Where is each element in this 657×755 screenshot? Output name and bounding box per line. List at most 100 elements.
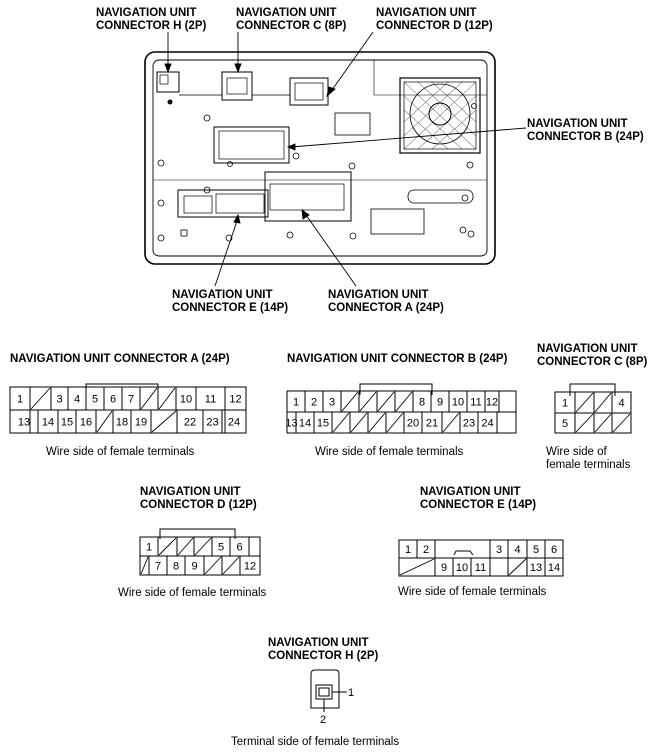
connector-c-row2-pin: 5 — [562, 418, 568, 430]
connector-d-row2-pin: 9 — [191, 561, 197, 573]
connector-a-row1-pin: 7 — [128, 394, 134, 406]
label-line: NAVIGATION UNIT — [140, 486, 241, 498]
connector-a-row1-pin: 5 — [92, 394, 98, 406]
connector-c-row1-pin: 4 — [618, 398, 624, 410]
socket-c — [221, 71, 253, 101]
connector-e-title: NAVIGATION UNIT CONNECTOR E (14P) — [420, 486, 536, 512]
connector-b-row2-pin: 20 — [407, 418, 419, 430]
unit-inner-panel — [152, 59, 488, 257]
label-line: CONNECTOR E (14P) — [420, 499, 537, 511]
connector-e-right-row2-cell — [544, 557, 564, 577]
label-line: CONNECTOR H (2P) — [268, 650, 379, 662]
connector-a-row2-pin: 14 — [42, 417, 54, 429]
connector-a-row2-cell — [221, 409, 247, 434]
screws — [157, 103, 477, 242]
connector-e-left-row1-pin: 2 — [423, 544, 429, 556]
connector-b-row1-pin: 8 — [419, 397, 425, 409]
connector-d-row2-empty-slash — [204, 556, 222, 575]
connector-e-right-row1-pin: 4 — [514, 544, 520, 556]
connector-c-row2-empty-slash — [594, 413, 612, 433]
connector-e-left-row2-pin: 10 — [456, 562, 468, 574]
connector-b-row2-empty-slash — [442, 412, 460, 433]
label-connector-a-top: NAVIGATION UNIT CONNECTOR A (24P) — [328, 289, 444, 315]
label-connector-d-top: NAVIGATION UNIT CONNECTOR D (12P) — [376, 7, 493, 33]
label-line: NAVIGATION UNIT — [537, 343, 638, 355]
label-connector-e-top: NAVIGATION UNIT CONNECTOR E (14P) — [172, 289, 288, 315]
connector-d-row1-empty-slash — [158, 537, 177, 556]
connector-b-row1-pin: 9 — [437, 397, 443, 409]
connector-d-row1-pin: 6 — [236, 542, 242, 554]
label-connector-b-top: NAVIGATION UNIT CONNECTOR B (24P) — [527, 118, 644, 144]
connector-a-row1-pin: 4 — [74, 394, 80, 406]
connector-e-right-row1-pin: 6 — [551, 544, 557, 556]
connector-b-row1-pin: 1 — [293, 397, 299, 409]
connector-h-caption: Terminal side of female terminals — [231, 736, 400, 748]
connector-a-row2-pin: 19 — [135, 417, 147, 429]
connector-e-right-row2-empty-slash — [508, 558, 527, 576]
connector-c-title: NAVIGATION UNIT CONNECTOR C (8P) — [537, 343, 647, 369]
connector-c-row2-empty-slash — [575, 413, 594, 433]
connector-a-row2-pin: 13 — [18, 417, 30, 429]
navigation-unit-rear-view — [144, 51, 496, 265]
socket-b — [213, 126, 290, 164]
label-line: NAVIGATION UNIT — [172, 289, 273, 301]
label-line: NAVIGATION UNIT — [328, 289, 429, 301]
connector-e-caption: Wire side of female terminals — [398, 586, 547, 598]
connector-d-row2-empty-slash — [140, 556, 149, 575]
connector-a-row2-pin: 18 — [116, 417, 128, 429]
label-line: NAVIGATION UNIT — [96, 7, 197, 19]
connector-e-right-row2-pin: 14 — [548, 562, 560, 574]
connector-b-row2-empty-slash — [368, 412, 386, 433]
connector-a-row2-empty-slash — [96, 410, 113, 433]
connector-a-row1-pin: 1 — [17, 394, 23, 406]
connector-h-pin-2: 2 — [320, 714, 326, 726]
label-line: NAVIGATION UNIT — [236, 7, 337, 19]
label-line: NAVIGATION UNIT — [527, 118, 628, 130]
connector-b-row2-pin: 21 — [426, 418, 438, 430]
connector-a-caption: Wire side of female terminals — [46, 446, 195, 458]
connector-d-row2-empty-slash — [222, 556, 240, 575]
label-line: CONNECTOR D (12P) — [376, 20, 493, 32]
small-square — [180, 229, 188, 237]
connector-b-row1-empty-slash — [395, 391, 413, 412]
slot — [407, 189, 474, 204]
connector-b-row1-pin: 11 — [470, 397, 481, 409]
cover-plate — [370, 208, 425, 235]
socket-d — [289, 77, 329, 106]
caption-line: Wire side of — [546, 446, 607, 458]
connector-a-row2-pin: 15 — [61, 417, 73, 429]
connector-b-row2-pin: 15 — [317, 418, 329, 430]
label-line: CONNECTOR C (8P) — [236, 20, 347, 32]
label-line: CONNECTOR H (2P) — [96, 20, 207, 32]
connector-h-pin-1: 1 — [348, 687, 354, 699]
connector-c-row1-empty-slash — [575, 392, 594, 413]
connector-e-left-row2-empty-slash — [399, 558, 435, 576]
connector-b-row2-empty-slash — [332, 412, 350, 433]
connector-e-right-row1-pin: 3 — [496, 544, 502, 556]
socket-e — [177, 189, 269, 218]
connector-b-title: NAVIGATION UNIT CONNECTOR B (24P) — [287, 353, 508, 365]
connector-b-row2-empty-slash — [386, 412, 404, 433]
socket-a — [264, 171, 352, 222]
label-line: CONNECTOR D (12P) — [140, 499, 257, 511]
label-line: CONNECTOR B (24P) — [527, 131, 644, 143]
connector-h-title: NAVIGATION UNIT CONNECTOR H (2P) — [268, 637, 378, 663]
connector-b-row1-empty-slash — [341, 391, 359, 412]
connector-a-row1-empty-slash — [30, 387, 51, 410]
connector-b-row2-pin: 24 — [481, 418, 493, 430]
connector-d-row2-pin: 12 — [244, 561, 256, 573]
connector-a-row1-empty-slash — [140, 387, 158, 410]
connector-d-row2-cell — [239, 555, 261, 576]
label-window — [334, 112, 371, 136]
label-line: CONNECTOR A (24P) — [328, 302, 444, 314]
connector-a-row1-pin: 3 — [56, 394, 62, 406]
connector-b-row1-pin: 12 — [486, 397, 498, 409]
connector-c-caption: Wire side of female terminals — [546, 446, 630, 472]
label-line: NAVIGATION UNIT — [376, 7, 477, 19]
connector-b-row1-pin: 10 — [452, 397, 464, 409]
connector-a-row1-pin: 11 — [205, 394, 216, 406]
label-line: NAVIGATION UNIT — [420, 486, 521, 498]
connector-b-row1-empty-slash — [377, 391, 395, 412]
label-line: CONNECTOR E (14P) — [172, 302, 289, 314]
